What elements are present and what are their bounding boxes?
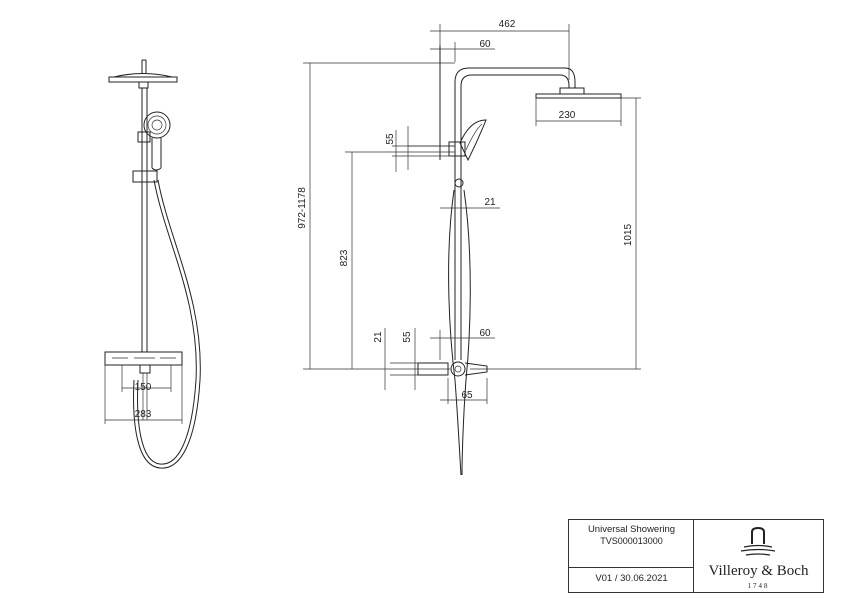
side-view: 462 60 230 55 21 972-1178 823 [297,19,641,476]
dim-rail: 21 [484,197,496,208]
dim-holder-from-valve: 823 [339,249,350,266]
dim-valve-offset: 60 [479,328,491,339]
dim-overall-height: 972-1178 [297,187,308,229]
dim-holder-height: 55 [385,133,396,145]
dim-valve-width: 283 [135,409,152,420]
title-block-divider [569,567,693,568]
product-code: TVS000013000 [600,536,663,546]
front-view: 150 283 [104,59,201,469]
title-block-info: Universal Showering TVS000013000 V01 / 3… [569,520,694,592]
dim-spout-depth: 65 [461,390,473,401]
product-name: Universal Showering [587,524,676,535]
version-date: V01 / 30.06.2021 [595,573,668,584]
dim-valve-centers: 150 [135,382,152,393]
dim-head-height: 1015 [623,223,634,246]
dim-valve-pipe: 21 [373,331,384,343]
dim-arm-offset: 60 [479,39,491,50]
brand-area: Villeroy & Boch 1748 [694,520,823,592]
dim-rain-head: 230 [559,110,576,121]
title-block: Universal Showering TVS000013000 V01 / 3… [568,519,824,593]
brand-year: 1748 [747,582,770,590]
dim-front-width: 462 [499,19,516,30]
dim-valve-depth: 55 [402,331,413,343]
faucet-logo-icon [740,526,776,556]
brand-name: Villeroy & Boch [708,563,809,579]
